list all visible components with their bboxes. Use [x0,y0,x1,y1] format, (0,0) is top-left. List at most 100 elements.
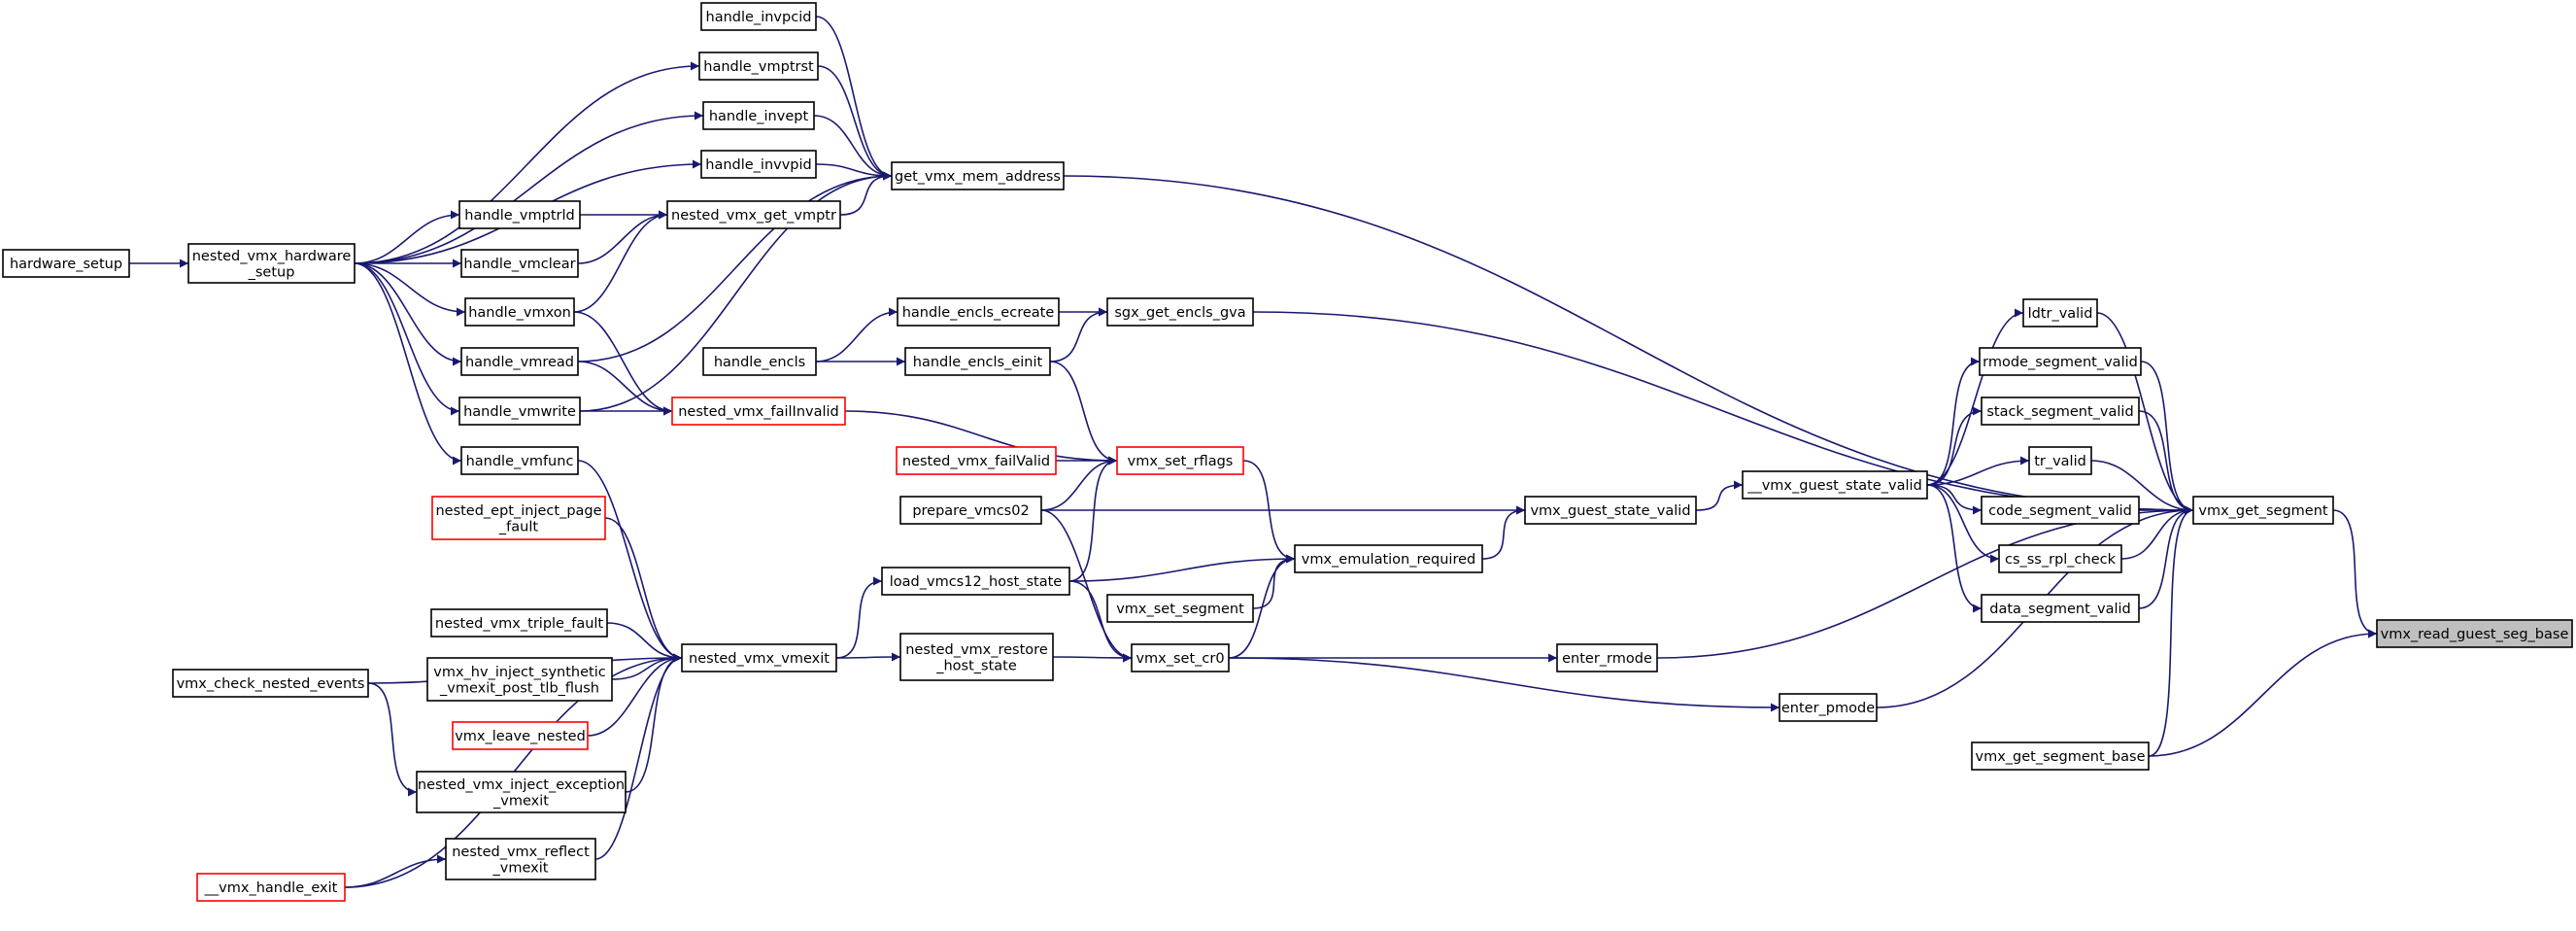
node-label: vmx_set_segment [1116,602,1244,617]
node-box [897,297,1060,327]
node-vmx-set-rflags[interactable]: vmx_set_rflags [1116,446,1244,475]
node-stack-segment-valid[interactable]: stack_segment_valid [1981,397,2140,426]
node-label: vmx_hv_inject_synthetic [433,665,605,680]
node-vmx-handle-exit[interactable]: __vmx_handle_exit [196,873,346,902]
node-handle-vmread[interactable]: handle_vmread [460,347,579,376]
node-box [698,52,819,81]
edge-load-vmcs12-host-state-to-vmx-set-cr0 [1068,580,1133,663]
node-label: handle_encls [714,355,805,370]
node-handle-encls-einit[interactable]: handle_encls_einit [904,347,1051,376]
edge-handle-vmread-to-nested-vmx-failInvalid [577,361,673,416]
edge-nested-vmx-failInvalid-to-vmx-set-rflags [844,410,1118,466]
node-box [426,657,613,702]
edge-vmx-hv-inject-synthetic-to-nested-vmx-vmexit [611,653,683,680]
node-vmx-hv-inject-synthetic[interactable]: vmx_hv_inject_synthetic_vmexit_post_tlb_… [426,657,613,702]
node-nested-vmx-reflect-vmexit[interactable]: nested_vmx_reflect_vmexit [445,838,596,880]
node-ldtr-valid[interactable]: ldtr_valid [2022,298,2098,328]
node-box [1556,643,1658,672]
node-nested-vmx-restore-host-state[interactable]: nested_vmx_restore_host_state [899,633,1054,681]
edge-load-vmcs12-host-state-to-vmx-emulation-required [1068,554,1296,582]
node-prepare-vmcs02[interactable]: prepare_vmcs02 [899,496,1042,525]
node-nested-vmx-get-vmptr[interactable]: nested_vmx_get_vmptr [666,200,841,229]
node-vmx-set-cr0[interactable]: vmx_set_cr0 [1131,643,1230,672]
edge-vmx-guest-state-valid-internal-to-rmode-segment-valid [1926,357,1981,486]
node-handle-encls-ecreate[interactable]: handle_encls_ecreate [897,297,1060,327]
node-label: handle_invvpid [705,157,812,173]
node-enter-rmode[interactable]: enter_rmode [1556,643,1658,672]
node-handle-vmxon[interactable]: handle_vmxon [464,297,575,327]
edge-data-segment-valid-to-vmx-get-segment [2138,505,2194,609]
node-box [899,633,1054,681]
edge-vmx-get-segment-to-vmx-read-guest-seg-base [2332,509,2378,638]
node-label: _vmexit [492,793,549,809]
node-box [172,669,369,698]
node-cs-ss-rpl-check[interactable]: cs_ss_rpl_check [1998,544,2122,573]
node-box [899,496,1042,525]
node-label: vmx_read_guest_seg_base [2381,627,2569,642]
node-get-vmx-mem-address[interactable]: get_vmx_mem_address [891,161,1065,190]
node-label: handle_vmclear [463,257,575,272]
edge-vmx-set-cr0-to-enter-pmode [1228,657,1780,712]
node-label: handle_vmfunc [466,454,574,469]
node-data-segment-valid[interactable]: data_segment_valid [1981,594,2140,623]
node-nested-vmx-vmexit[interactable]: nested_vmx_vmexit [681,643,837,672]
node-nested-vmx-triple-fault[interactable]: nested_vmx_triple_fault [430,608,608,638]
node-handle-invept[interactable]: handle_invept [702,101,815,130]
node-box [700,150,817,179]
node-box [431,496,606,540]
edge-vmx-get-segment-base-to-vmx-read-guest-seg-base [2148,629,2378,757]
node-rmode-segment-valid[interactable]: rmode_segment_valid [1979,347,2142,376]
node-vmx-check-nested-events[interactable]: vmx_check_nested_events [172,669,369,698]
node-vmx-leave-nested[interactable]: vmx_leave_nested [452,721,589,750]
node-load-vmcs12-host-state[interactable]: load_vmcs12_host_state [881,567,1070,596]
node-handle-vmfunc[interactable]: handle_vmfunc [460,446,579,475]
node-handle-vmptrld[interactable]: handle_vmptrld [458,200,581,229]
node-nested-vmx-failInvalid[interactable]: nested_vmx_failInvalid [671,397,846,426]
node-handle-encls[interactable]: handle_encls [702,347,817,376]
node-handle-vmptrst[interactable]: handle_vmptrst [698,52,819,81]
node-handle-invvpid[interactable]: handle_invvpid [700,150,817,179]
node-tr-valid[interactable]: tr_valid [2028,446,2092,475]
node-nested-vmx-hardware-setup[interactable]: nested_vmx_hardware_setup [187,243,356,284]
node-label: __vmx_handle_exit [204,880,338,896]
node-box [702,347,817,376]
node-box [1116,446,1244,475]
node-label: vmx_set_rflags [1128,454,1234,469]
edge-rmode-segment-valid-to-vmx-get-segment [2140,361,2194,515]
node-vmx-guest-state-valid[interactable]: vmx_guest_state_valid [1524,496,1697,525]
node-nested-vmx-inject-exception-vmexit[interactable]: nested_vmx_inject_exception_vmexit [416,771,627,813]
node-sgx-get-encls-gva[interactable]: sgx_get_encls_gva [1106,297,1254,327]
node-nested-ept-inject-page-fault[interactable]: nested_ept_inject_page_fault [431,496,606,540]
node-nested-vmx-failValid[interactable]: nested_vmx_failValid [896,446,1057,475]
edge-nested-vmx-reflect-vmexit-to-nested-vmx-vmexit [594,653,683,860]
node-box [460,446,579,475]
node-label: rmode_segment_valid [1983,355,2138,370]
node-vmx-guest-state-valid-internal[interactable]: __vmx_guest_state_valid [1742,470,1928,500]
node-box [1998,544,2122,573]
edge-handle-encls-to-handle-encls-ecreate [815,307,898,362]
node-box [2,249,130,278]
node-handle-invpcid[interactable]: handle_invpcid [700,2,817,31]
node-label: vmx_guest_state_valid [1530,503,1690,519]
node-box [881,567,1070,596]
node-box [904,347,1051,376]
node-box [187,243,356,284]
node-vmx-get-segment-base[interactable]: vmx_get_segment_base [1971,741,2150,771]
node-code-segment-valid[interactable]: code_segment_valid [1981,496,2140,525]
node-label: handle_vmptrld [464,208,574,224]
node-handle-vmwrite[interactable]: handle_vmwrite [458,397,581,426]
node-label: nested_vmx_get_vmptr [671,208,836,224]
node-vmx-get-segment[interactable]: vmx_get_segment [2192,496,2334,525]
edge-vmx-guest-state-valid-internal-to-stack-segment-valid [1926,406,1983,486]
node-vmx-read-guest-seg-base[interactable]: vmx_read_guest_seg_base [2376,619,2573,648]
edge-tr-valid-to-vmx-get-segment [2090,460,2194,515]
edge-enter-rmode-to-vmx-get-segment [1656,505,2194,659]
edge-handle-invept-to-get-vmx-mem-address [813,115,893,181]
node-label: vmx_emulation_required [1302,552,1475,568]
node-hardware-setup[interactable]: hardware_setup [2,249,130,278]
node-enter-pmode[interactable]: enter_pmode [1779,693,1878,722]
edge-vmx-guest-state-valid-internal-to-cs-ss-rpl-check [1926,484,2000,564]
node-vmx-emulation-required[interactable]: vmx_emulation_required [1294,544,1483,573]
node-handle-vmclear[interactable]: handle_vmclear [460,249,579,278]
node-vmx-set-segment[interactable]: vmx_set_segment [1106,594,1254,623]
